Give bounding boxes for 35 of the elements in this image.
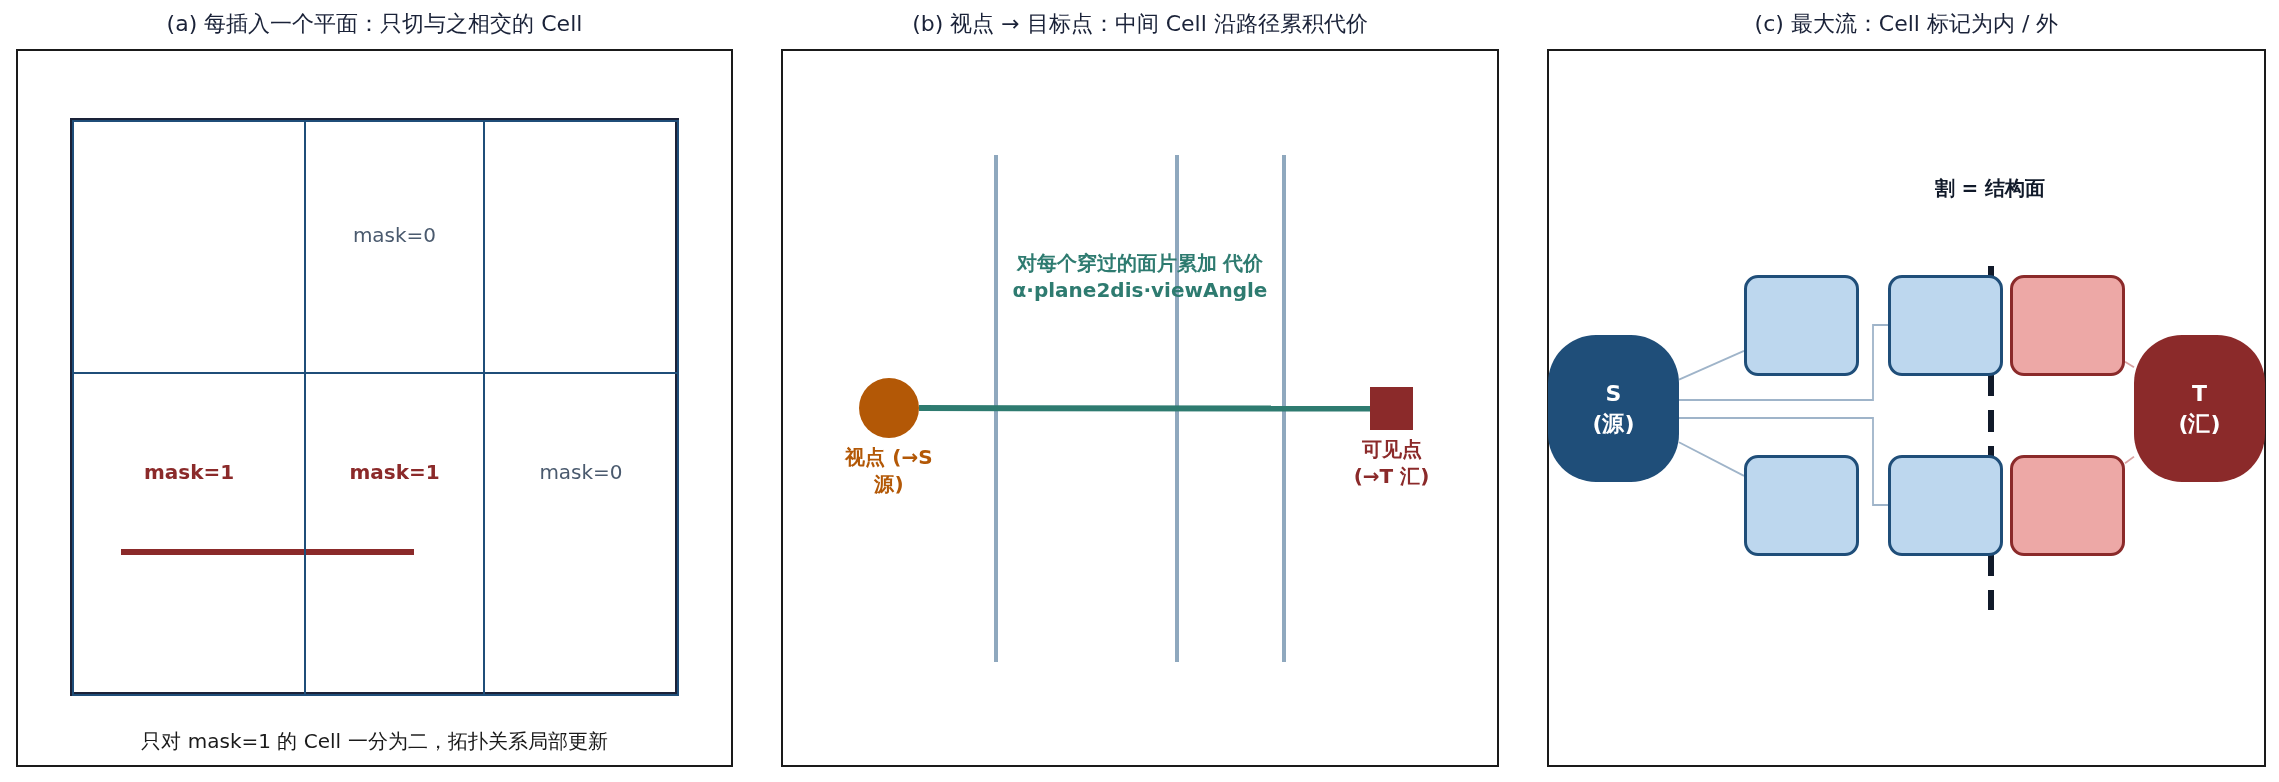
mask-label: mask=1 bbox=[143, 459, 235, 486]
cell-box bbox=[1888, 275, 2003, 376]
cell-box bbox=[1744, 275, 1859, 376]
source-node bbox=[1548, 335, 1679, 482]
grid-cell bbox=[72, 120, 306, 374]
panel-title: (b) 视点 → 目标点：中间 Cell 沿路径累积代价 bbox=[911, 10, 1369, 38]
connector-line bbox=[1678, 350, 1745, 381]
mask-label: mask=1 bbox=[349, 459, 440, 486]
connector-line bbox=[2124, 360, 2135, 369]
connector-line bbox=[2124, 455, 2135, 465]
grid-cell bbox=[483, 120, 679, 374]
panel-caption: 只对 mask=1 的 Cell 一分为二，拓扑关系局部更新 bbox=[140, 728, 609, 755]
cell-box bbox=[1744, 455, 1859, 556]
connector-line bbox=[1678, 441, 1745, 477]
connector-line bbox=[919, 405, 1370, 412]
panel-title: (a) 每插入一个平面：只切与之相交的 Cell bbox=[165, 10, 584, 38]
point-label: 视点 (→S 源) bbox=[845, 444, 933, 498]
cell-box bbox=[1888, 455, 2003, 556]
cell-box bbox=[2010, 455, 2125, 556]
node-label: T (汇) bbox=[2177, 379, 2222, 438]
connector-line bbox=[1678, 417, 1889, 506]
sink-node bbox=[2134, 335, 2265, 482]
grid-cell bbox=[72, 372, 306, 696]
point-label: 可见点 (→T 汇) bbox=[1352, 436, 1431, 490]
connector-line bbox=[1678, 324, 1889, 401]
panel-title: (c) 最大流：Cell 标记为内 / 外 bbox=[1753, 10, 2060, 38]
cost-note: 对每个穿过的面片累加 代价 α·plane2dis·viewAngle bbox=[1011, 250, 1269, 304]
mask-label: mask=0 bbox=[539, 459, 623, 486]
viewpoint-circle bbox=[859, 378, 919, 438]
target-square bbox=[1370, 387, 1413, 430]
cell-box bbox=[2010, 275, 2125, 376]
mask-label: mask=0 bbox=[352, 222, 437, 249]
grid-cell bbox=[483, 372, 679, 696]
cut-label: 割 = 结构面 bbox=[1933, 175, 2047, 202]
node-label: S (源) bbox=[1591, 379, 1636, 438]
